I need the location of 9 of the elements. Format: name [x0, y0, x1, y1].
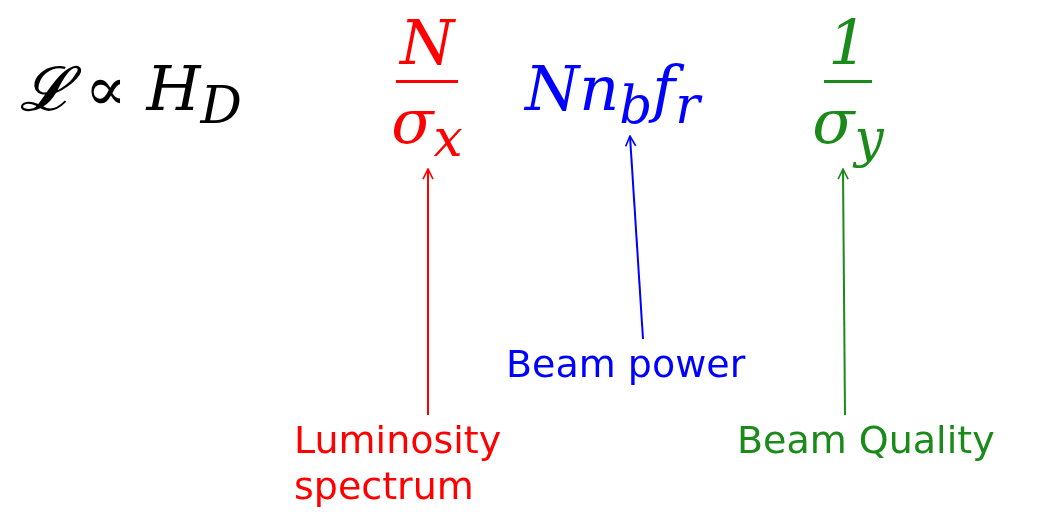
- arrow: [624, 135, 644, 340]
- formula-text: 𝓛 ∝ H$_{D}$: [20, 58, 242, 133]
- fraction-term: N σ$_{x}$: [372, 12, 482, 166]
- annotation-text: Beam power: [506, 342, 746, 388]
- annotation-text: Beam Quality: [737, 418, 995, 464]
- fraction-term: 1 σ$_{y}$: [798, 12, 898, 166]
- arrow: [422, 168, 434, 416]
- arrow: [837, 168, 849, 416]
- annotation-text: Luminosity spectrum: [294, 418, 544, 510]
